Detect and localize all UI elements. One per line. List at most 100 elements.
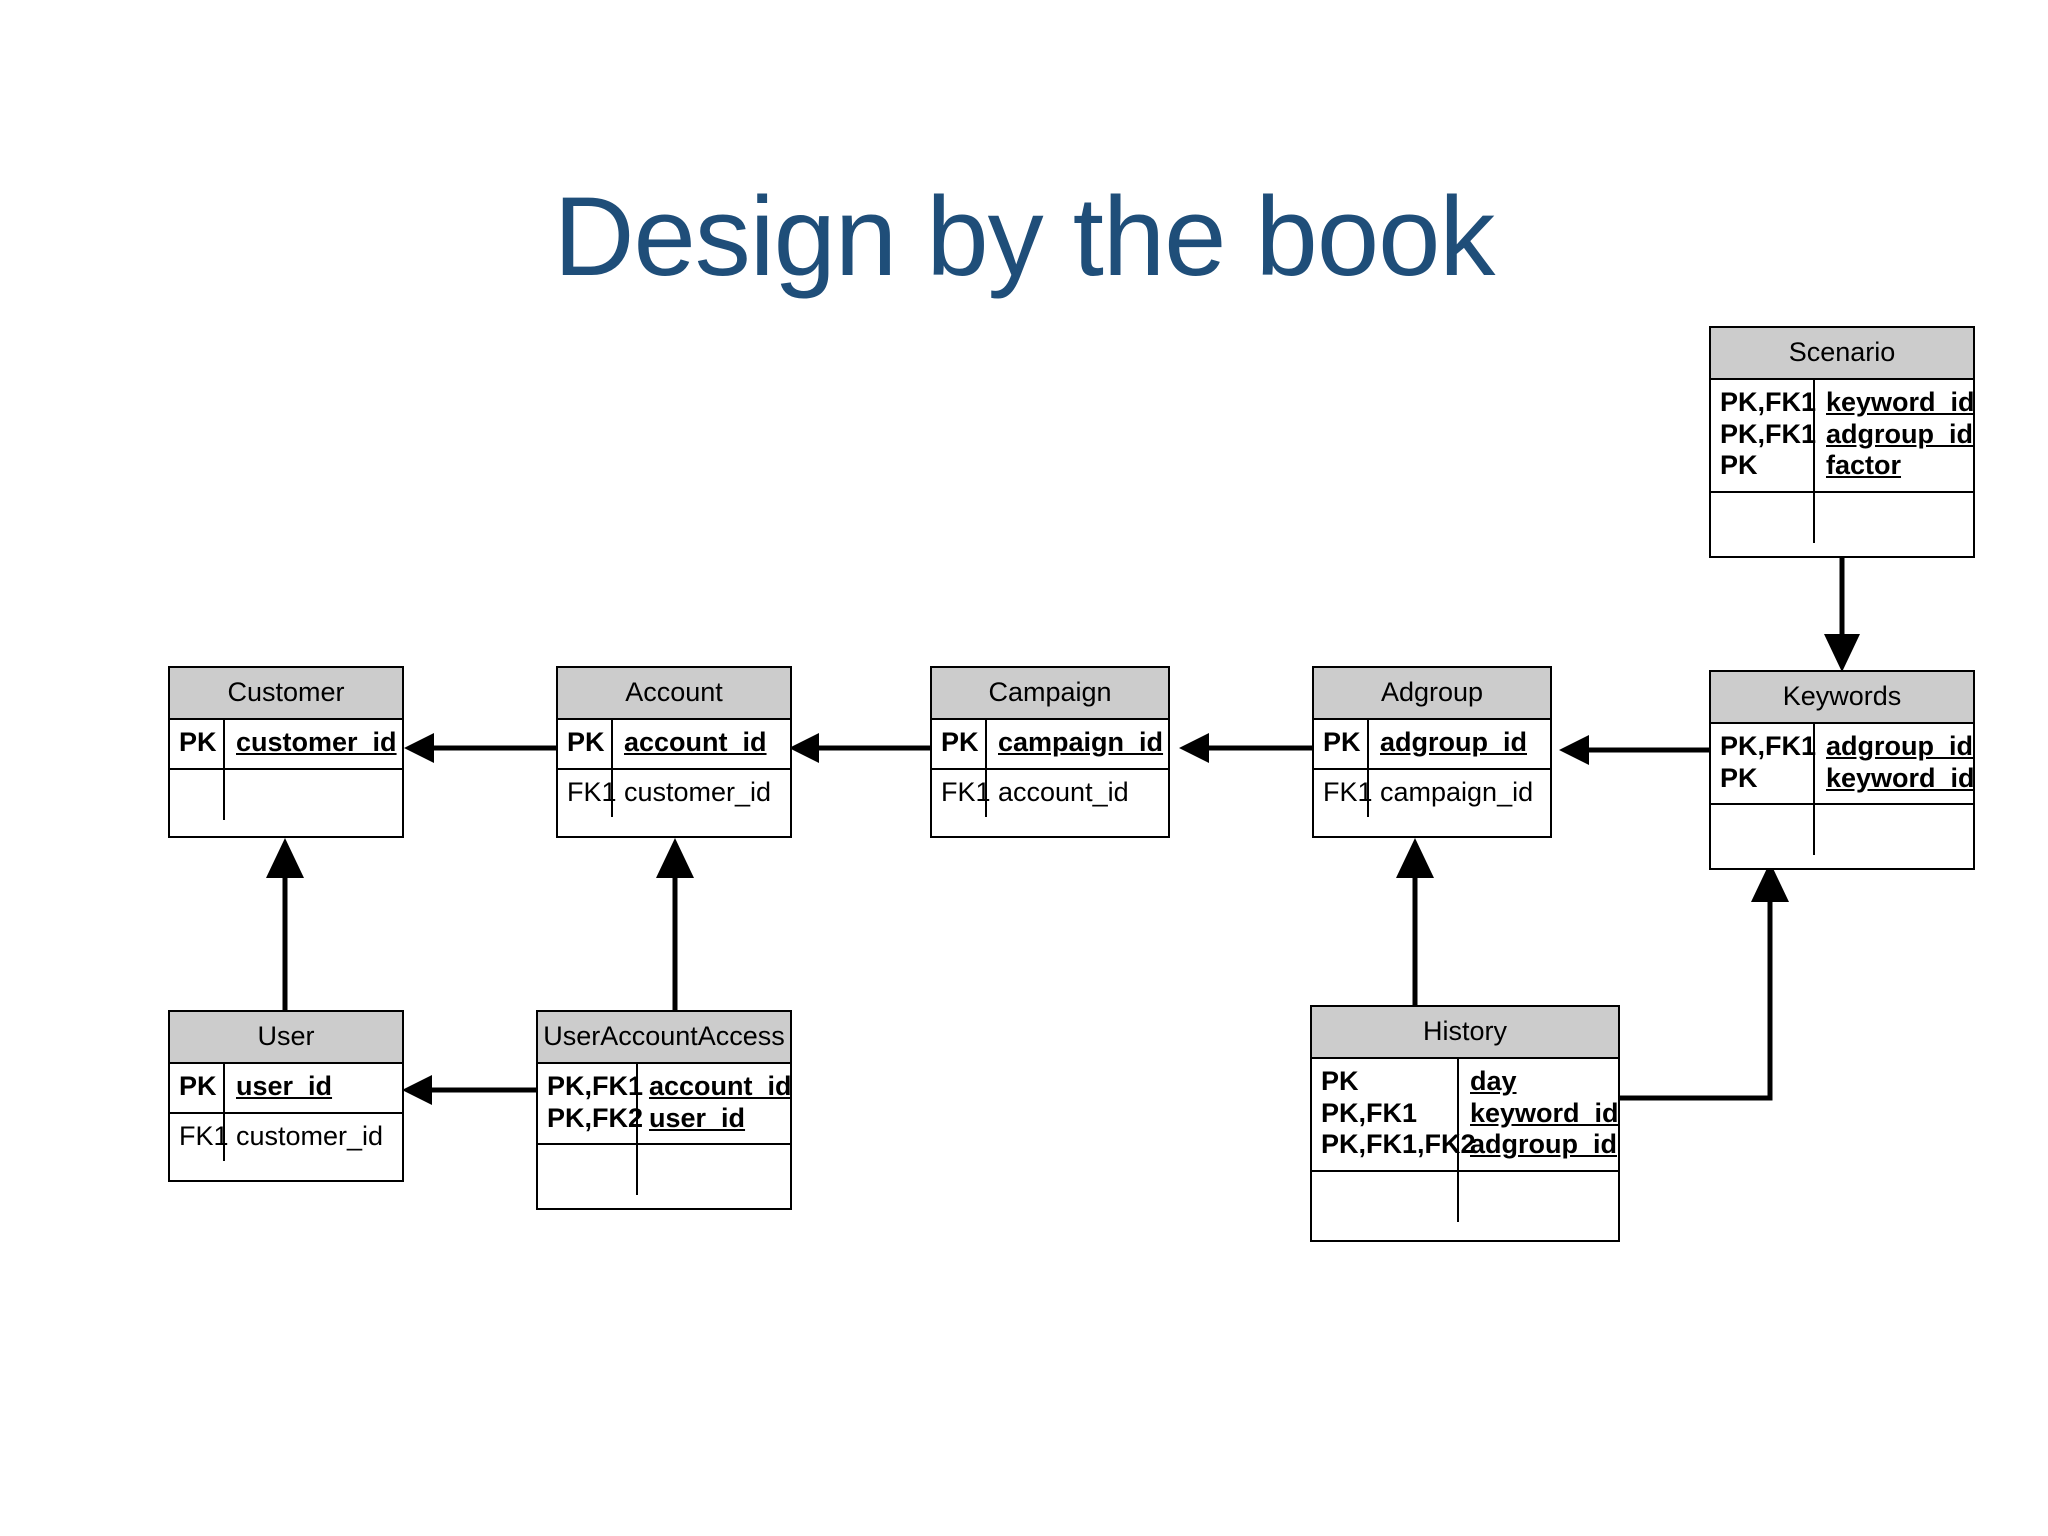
entity-customer-title: Customer	[170, 668, 402, 720]
attr-label: account_id	[624, 727, 767, 757]
key-label: PK	[1720, 762, 1758, 793]
entity-user-pk-attrs: user_id	[225, 1064, 402, 1112]
entity-history-pk-keys: PK PK,FK1 PK,FK1,FK2	[1312, 1059, 1476, 1170]
entity-customer-pk-keys: PK	[170, 720, 225, 768]
entity-adgroup-title: Adgroup	[1314, 668, 1550, 720]
entity-campaign-other-attrs: account_id	[987, 770, 1168, 818]
key-label: FK1	[179, 1120, 229, 1151]
link-adgroup-to-campaign	[1179, 733, 1312, 763]
entity-history-other-keys	[1312, 1171, 1459, 1222]
entity-customer-pk-attrs: customer_id	[225, 720, 402, 768]
entity-adgroup[interactable]: Adgroup PK adgroup_id FK1 campaign_id	[1312, 666, 1552, 838]
attr-label: customer_id	[624, 776, 772, 807]
entity-account-pk-keys: PK	[558, 720, 613, 768]
entity-customer-other-keys	[170, 769, 225, 820]
key-label: FK1	[1323, 776, 1373, 807]
attr-label: keyword_id	[1826, 387, 1975, 417]
entity-scenario[interactable]: Scenario PK,FK1 PK,FK1 PK keyword_id adg…	[1709, 326, 1975, 558]
entity-scenario-pk-attrs: keyword_id adgroup_id factor	[1815, 380, 1975, 491]
link-campaign-to-account	[789, 733, 930, 763]
entity-scenario-other-attrs	[1815, 493, 1973, 543]
entity-scenario-other-keys	[1711, 492, 1815, 543]
entity-account-title: Account	[558, 668, 790, 720]
entity-keywords-other-keys	[1711, 805, 1815, 856]
entity-scenario-pk-keys: PK,FK1 PK,FK1 PK	[1711, 380, 1817, 491]
entity-user[interactable]: User PK user_id FK1 customer_id	[168, 1010, 404, 1182]
entity-campaign-other-section: FK1 account_id	[932, 767, 1168, 818]
entity-account[interactable]: Account PK account_id FK1 customer_id	[556, 666, 792, 838]
entity-account-pk-attrs: account_id	[613, 720, 790, 768]
entity-campaign-pk-keys: PK	[932, 720, 987, 768]
key-label: PK,FK1	[1321, 1097, 1418, 1128]
key-label: PK,FK1	[1720, 387, 1817, 417]
key-label: PK	[567, 727, 605, 757]
entity-customer[interactable]: Customer PK customer_id	[168, 666, 404, 838]
entity-keywords-pk-attrs: adgroup_id keyword_id	[1815, 724, 1975, 803]
key-label: PK	[1720, 450, 1758, 481]
entity-history[interactable]: History PK PK,FK1 PK,FK1,FK2 day keyword…	[1310, 1005, 1620, 1242]
entity-customer-other-section	[170, 767, 402, 820]
entity-adgroup-pk-section: PK adgroup_id	[1314, 720, 1550, 768]
entity-adgroup-pk-attrs: adgroup_id	[1369, 720, 1550, 768]
entity-user-account-access[interactable]: UserAccountAccess PK,FK1 PK,FK2 account_…	[536, 1010, 792, 1210]
entity-user-account-access-other-keys	[538, 1145, 638, 1196]
key-label: PK,FK1	[1720, 731, 1817, 761]
attr-label: adgroup_id	[1380, 727, 1527, 757]
attr-label: campaign_id	[1380, 776, 1534, 807]
entity-user-other-section: FK1 customer_id	[170, 1111, 402, 1162]
entity-account-other-section: FK1 customer_id	[558, 767, 790, 818]
entity-scenario-other-section	[1711, 490, 1973, 543]
entity-user-account-access-pk-keys: PK,FK1 PK,FK2	[538, 1064, 643, 1144]
link-useraccountaccess-to-user	[402, 1075, 536, 1105]
entity-history-pk-attrs: day keyword_id adgroup_id	[1459, 1059, 1619, 1170]
key-label: PK	[941, 727, 979, 757]
link-keywords-to-adgroup	[1559, 735, 1709, 765]
link-account-to-customer	[404, 733, 556, 763]
entity-user-account-access-pk-section: PK,FK1 PK,FK2 account_id user_id	[538, 1064, 792, 1144]
key-label: PK	[179, 727, 217, 757]
link-history-to-adgroup	[1396, 838, 1434, 1005]
entity-account-other-attrs: customer_id	[613, 770, 790, 818]
attr-label: factor	[1826, 450, 1902, 481]
entity-user-account-access-other-attrs	[638, 1145, 790, 1195]
entity-keywords-title: Keywords	[1711, 672, 1973, 724]
entity-user-other-attrs: customer_id	[225, 1114, 402, 1162]
entity-scenario-pk-section: PK,FK1 PK,FK1 PK keyword_id adgroup_id f…	[1711, 380, 1975, 491]
link-scenario-to-keywords	[1824, 558, 1860, 672]
key-label: PK	[1323, 727, 1361, 757]
entity-keywords-pk-keys: PK,FK1 PK	[1711, 724, 1817, 804]
entity-campaign-other-keys: FK1	[932, 769, 991, 818]
attr-label: customer_id	[236, 727, 397, 757]
link-user-to-customer	[266, 838, 304, 1010]
key-label: PK	[1321, 1066, 1359, 1096]
entity-history-title: History	[1312, 1007, 1618, 1059]
attr-label: keyword_id	[1826, 762, 1975, 793]
attr-label: user_id	[649, 1102, 746, 1133]
entity-campaign[interactable]: Campaign PK campaign_id FK1 account_id	[930, 666, 1170, 838]
entity-keywords[interactable]: Keywords PK,FK1 PK adgroup_id keyword_id	[1709, 670, 1975, 870]
attr-label: day	[1470, 1066, 1517, 1096]
link-history-to-keywords	[1620, 862, 1789, 1101]
attr-label: campaign_id	[998, 727, 1164, 757]
entity-keywords-other-section	[1711, 803, 1973, 856]
entity-history-other-section	[1312, 1169, 1618, 1222]
key-label: PK,FK1,FK2	[1321, 1129, 1476, 1160]
entity-campaign-pk-attrs: campaign_id	[987, 720, 1168, 768]
page-title: Design by the book	[553, 174, 1496, 299]
entity-account-other-keys: FK1	[558, 769, 617, 818]
entity-customer-pk-section: PK customer_id	[170, 720, 402, 768]
entity-adgroup-other-section: FK1 campaign_id	[1314, 767, 1550, 818]
entity-adgroup-other-keys: FK1	[1314, 769, 1373, 818]
entity-user-account-access-title: UserAccountAccess	[538, 1012, 790, 1064]
entity-history-other-attrs	[1459, 1172, 1618, 1222]
attr-label: customer_id	[236, 1120, 384, 1151]
entity-user-account-access-pk-attrs: account_id user_id	[638, 1064, 792, 1143]
entity-user-account-access-other-section	[538, 1143, 790, 1196]
attr-label: account_id	[649, 1071, 792, 1101]
entity-campaign-pk-section: PK campaign_id	[932, 720, 1168, 768]
key-label: PK,FK1	[1720, 418, 1817, 449]
entity-keywords-pk-section: PK,FK1 PK adgroup_id keyword_id	[1711, 724, 1975, 804]
key-label: FK1	[941, 776, 991, 807]
entity-customer-other-attrs	[225, 770, 402, 820]
